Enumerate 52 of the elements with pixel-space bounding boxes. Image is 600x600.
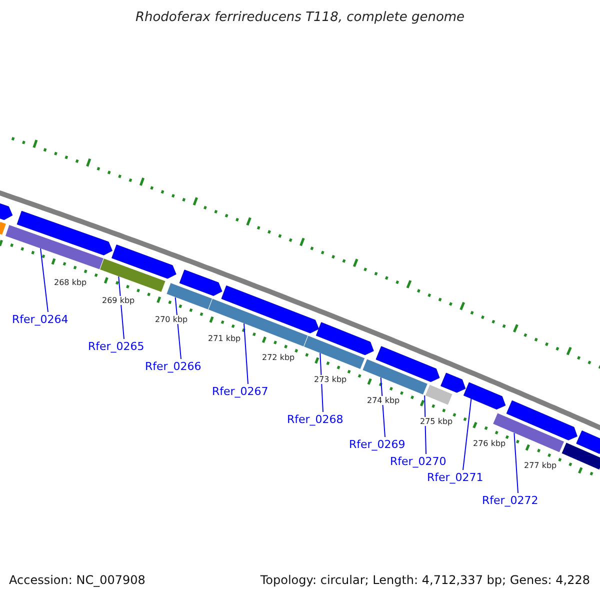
gene-bar bbox=[492, 412, 565, 453]
gene-arrow-shape bbox=[576, 430, 600, 454]
gene-bar bbox=[4, 224, 104, 270]
gene-label: Rfer_0268 bbox=[287, 413, 344, 426]
gene-bar bbox=[99, 258, 166, 292]
leader-line bbox=[118, 276, 124, 340]
gene-arrow-shape bbox=[316, 322, 374, 356]
gene-label: Rfer_0264 bbox=[12, 313, 68, 326]
gene-bar bbox=[208, 298, 308, 347]
gene-arrow-shape bbox=[112, 244, 176, 279]
footer-text: Topology: circular; Length: 4,712,337 bp; Genes: 4,228 bbox=[260, 573, 590, 587]
gene-label: Rfer_0265 bbox=[88, 340, 144, 353]
gene-label: Rfer_0270 bbox=[390, 455, 446, 468]
gene-bar bbox=[0, 221, 6, 236]
leader-line bbox=[174, 296, 182, 360]
leader-line bbox=[514, 432, 518, 494]
leader-line bbox=[40, 248, 48, 312]
gene-arrow-shape bbox=[463, 382, 506, 410]
gene-arrow-shape bbox=[0, 203, 13, 220]
leader-line bbox=[424, 394, 426, 454]
scale-label: 269 kbp bbox=[101, 296, 136, 305]
gene-arrow-shape bbox=[506, 400, 578, 440]
leader-line bbox=[462, 398, 472, 470]
gene-arrow-shape bbox=[376, 346, 440, 382]
gene-arrow-shape bbox=[16, 210, 112, 256]
scale-label: 276 kbp bbox=[472, 439, 507, 448]
gene-label: Rfer_0267 bbox=[212, 385, 268, 398]
scale-label: 271 kbp bbox=[207, 334, 242, 343]
scale-label: 275 kbp bbox=[419, 417, 454, 426]
scale-label: 277 kbp bbox=[523, 461, 558, 470]
gene-bar bbox=[362, 358, 428, 396]
footer-text: Accession: NC_007908 bbox=[9, 573, 146, 587]
scale-label: 273 kbp bbox=[313, 375, 348, 384]
scale-label: 270 kbp bbox=[154, 315, 189, 324]
gene-bar bbox=[424, 384, 453, 406]
leader-line bbox=[244, 322, 248, 384]
leader-line bbox=[320, 352, 324, 412]
gene-label: Rfer_0271 bbox=[427, 471, 484, 484]
gene-label: Rfer_0266 bbox=[145, 360, 202, 373]
title: Rhodoferax ferrireducens T118, complete genome bbox=[134, 10, 466, 25]
gene-label: Rfer_0269 bbox=[349, 438, 406, 451]
leader-line bbox=[380, 377, 386, 438]
gene-bar bbox=[303, 335, 366, 370]
scale-label: 268 kbp bbox=[53, 278, 88, 287]
gene-bar bbox=[561, 442, 600, 470]
gene-arrow-shape bbox=[221, 285, 320, 334]
gene-arrow-shape bbox=[179, 270, 222, 296]
scale-label: 272 kbp bbox=[261, 353, 296, 362]
gene-label: Rfer_0272 bbox=[482, 494, 538, 507]
scale-label: 274 kbp bbox=[366, 396, 401, 405]
gene-bar bbox=[166, 282, 213, 310]
gene-arrow-shape bbox=[440, 372, 466, 393]
